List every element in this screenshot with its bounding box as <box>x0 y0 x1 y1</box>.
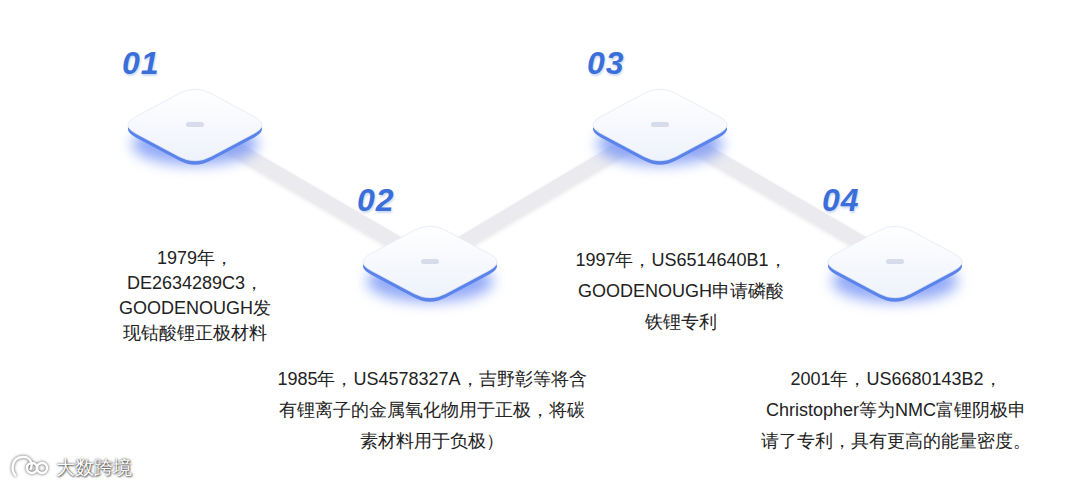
timeline-tile: 02 <box>355 178 505 302</box>
timeline-tile: 04 <box>820 178 970 302</box>
timeline-tile: 01 <box>120 41 270 165</box>
tile-shape <box>355 222 505 302</box>
watermark: 大数跨境 <box>56 457 132 479</box>
timeline-band <box>457 141 633 246</box>
tile-shape <box>120 85 270 165</box>
tile-shape <box>820 222 970 302</box>
logo-icon <box>8 452 52 484</box>
timeline-tile: 03 <box>585 41 735 165</box>
timeline-note: 1985年，US4578327A，吉野彰等将含 有锂离子的金属氧化物用于正极，将… <box>252 364 612 457</box>
step-number: 01 <box>120 41 270 85</box>
timeline-note: 1979年， DE2634289C3， GOODENOUGH发 现钴酸锂正极材料 <box>106 246 284 346</box>
step-number: 03 <box>585 41 735 85</box>
timeline-note: 1997年，US6514640B1， GOODENOUGH申请磷酸 铁锂专利 <box>555 245 807 338</box>
step-number: 02 <box>355 178 505 222</box>
tile-shape <box>585 85 735 165</box>
step-number: 04 <box>820 178 970 222</box>
timeline-note: 2001年，US6680143B2， Christopher等为NMC富锂阴极申… <box>745 364 1047 457</box>
